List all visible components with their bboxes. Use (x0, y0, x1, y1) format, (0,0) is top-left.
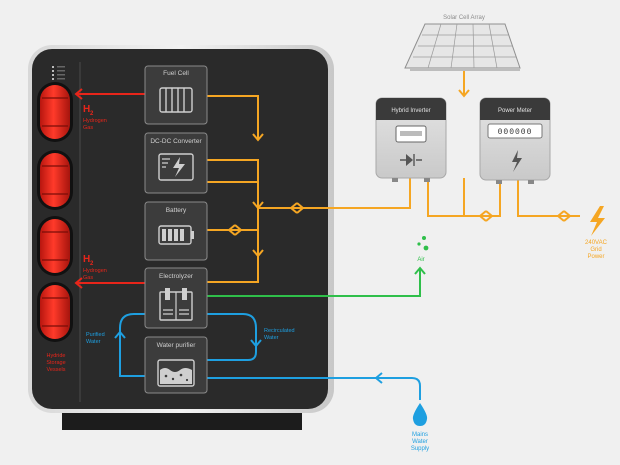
hydrogen-bottom-label: H 2 Hydrogen Gas (83, 254, 107, 281)
hydrogen-arrow-bottom (74, 277, 83, 289)
dc-dc-converter-label: DC-DC Converter (150, 138, 202, 145)
solar-panel-icon (404, 23, 521, 71)
svg-text:Supply: Supply (411, 446, 429, 452)
power-meter-label: Power Meter (498, 108, 532, 114)
power-bus-inverter (258, 178, 411, 209)
svg-text:Mains: Mains (412, 432, 428, 438)
vessel-1 (37, 82, 73, 142)
battery-icon (158, 225, 194, 245)
lightning-bolt-icon (590, 206, 605, 236)
cabinet-base (62, 408, 302, 430)
electrolyzer-box (144, 267, 208, 329)
air-label: Air (417, 257, 424, 263)
vessel-3 (37, 216, 73, 276)
power-battery-bidir (228, 224, 242, 236)
svg-text:2: 2 (90, 261, 94, 267)
water-purifier-label: Water purifier (157, 342, 197, 349)
svg-text:Hydrogen: Hydrogen (83, 268, 107, 274)
svg-text:Water: Water (86, 339, 101, 345)
svg-text:Water: Water (264, 335, 279, 341)
fuel-cell-box (144, 65, 208, 125)
fuel-cell-stack-icon (159, 87, 193, 113)
air-flow (207, 266, 426, 297)
converter-bolt-icon (158, 153, 194, 181)
svg-text:Purified: Purified (86, 332, 105, 338)
grid-power-label: 240VAC Grid Power (585, 240, 608, 260)
svg-text:Gas: Gas (83, 275, 93, 281)
battery-label: Battery (166, 207, 187, 214)
power-grid-bidir (557, 210, 571, 222)
hydrogen-flows (74, 88, 145, 289)
svg-text:H: H (83, 254, 90, 265)
purified-water-label: Purified Water (86, 332, 105, 345)
hybrid-inverter-label: Hybrid Inverter (391, 108, 430, 114)
electrolyzer-icon (159, 288, 193, 321)
air-line (207, 268, 421, 297)
hybrid-inverter-unit (375, 97, 447, 182)
svg-text:Recirculated: Recirculated (264, 328, 295, 334)
battery-box (144, 201, 208, 261)
svg-text:H: H (83, 104, 90, 115)
power-electrolyzer-in (207, 208, 259, 283)
water-purified-line (119, 313, 150, 377)
water-mains-line (207, 377, 421, 400)
water-recirculated-line (207, 313, 257, 361)
vessel-2 (37, 150, 73, 210)
svg-text:Hydride: Hydride (47, 353, 66, 359)
power-bus-bidir (290, 202, 304, 214)
svg-text:2: 2 (90, 111, 94, 117)
power-meter-grid (517, 180, 580, 217)
svg-text:Hydrogen: Hydrogen (83, 118, 107, 124)
hydride-vessels (37, 82, 73, 342)
electrolyzer-label: Electrolyzer (159, 273, 194, 280)
vessels-label: Hydride Storage Vessels (46, 353, 65, 373)
water-purifier-box (144, 336, 208, 394)
solar-array-label: Solar Cell Array (443, 15, 485, 21)
fuel-cell-label: Fuel Cell (163, 70, 189, 77)
air-bubbles-icon (417, 236, 429, 251)
recirculated-water-label: Recirculated Water (264, 328, 295, 341)
svg-text:Storage: Storage (46, 360, 65, 366)
inverter-icon (395, 125, 427, 166)
vessel-4 (37, 282, 73, 342)
power-meter-unit (479, 97, 551, 184)
meter-counter-icon (487, 123, 543, 139)
svg-text:Grid: Grid (590, 247, 601, 253)
power-converter-out (207, 159, 259, 184)
svg-text:240VAC: 240VAC (585, 240, 608, 246)
dc-dc-converter-box (144, 132, 208, 194)
power-fuelcell-out (207, 95, 259, 140)
meter-digits: 000000 (498, 128, 533, 137)
water-flows (114, 313, 421, 400)
meter-bolt-icon (512, 150, 522, 172)
svg-text:Water: Water (412, 439, 428, 445)
status-leds (52, 66, 65, 80)
hydrogen-arrow-top (74, 88, 83, 100)
svg-text:Vessels: Vessels (47, 367, 66, 373)
svg-text:Gas: Gas (83, 125, 93, 131)
svg-text:Power: Power (587, 254, 604, 260)
hydrogen-top-label: H 2 Hydrogen Gas (83, 104, 107, 131)
water-tank-icon (157, 359, 195, 387)
mains-water-label: Mains Water Supply (411, 432, 429, 452)
water-drop-icon (412, 403, 428, 426)
